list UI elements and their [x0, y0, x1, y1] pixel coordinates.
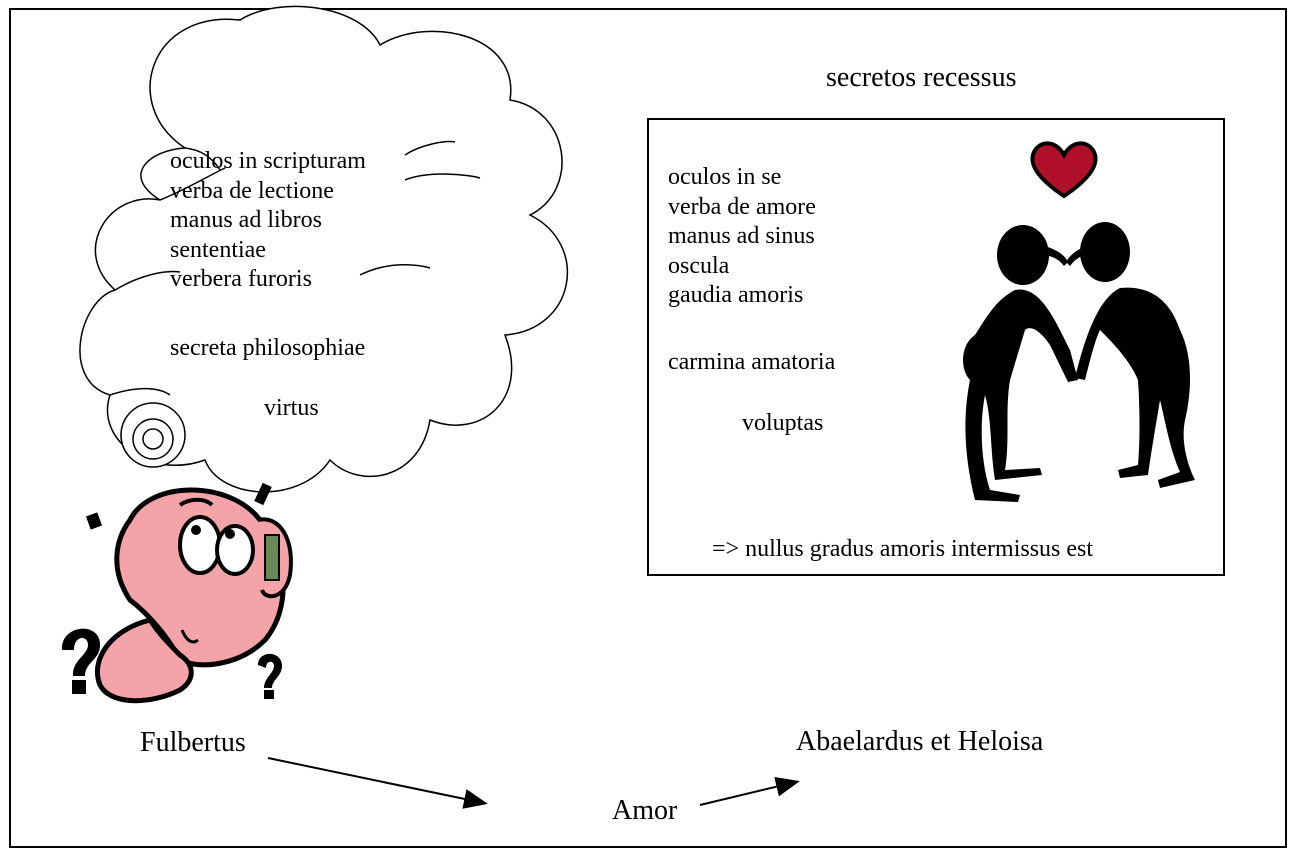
thought-line: verba de lectione: [170, 177, 334, 204]
thought-virtue: virtus: [264, 395, 319, 421]
thought-secret: secreta philosophiae: [170, 335, 366, 361]
arrow-icon: [267, 757, 488, 809]
thought-line: sententiae: [170, 236, 266, 263]
question-mark-icon: [61, 628, 100, 694]
thought-line: oculos in scripturam: [170, 148, 366, 174]
thought-line: verbera furoris: [170, 266, 312, 292]
box-pleasure: voluptas: [742, 410, 824, 436]
box-line: manus ad sinus: [668, 223, 815, 249]
couple-silhouette-icon: [963, 222, 1195, 502]
box-title: secretos recessus: [826, 62, 1017, 93]
thought-bubble-small: [142, 428, 164, 450]
box-line: verba de amore: [668, 193, 816, 220]
secret-box: [647, 118, 1225, 576]
thought-lines: oculos in scripturam verba de lectione m…: [170, 147, 366, 295]
box-line: oscula: [668, 252, 730, 279]
label-fulbertus: Fulbertus: [140, 727, 246, 758]
box-songs: carmina amatoria: [668, 349, 836, 375]
label-amor: Amor: [612, 795, 678, 826]
box-conclusion: => nullus gradus amoris intermissus est: [712, 536, 1094, 562]
heart-icon: [1030, 141, 1098, 199]
box-line: oculos in se: [668, 164, 782, 190]
question-mark-icon: [258, 653, 282, 699]
box-lines: oculos in se verba de amore manus ad sin…: [668, 163, 816, 311]
thought-line: manus ad libros: [170, 207, 322, 233]
box-line: gaudia amoris: [668, 282, 804, 308]
label-abaelardus-heloisa: Abaelardus et Heloisa: [796, 726, 1044, 757]
arrow-icon: [699, 776, 800, 806]
